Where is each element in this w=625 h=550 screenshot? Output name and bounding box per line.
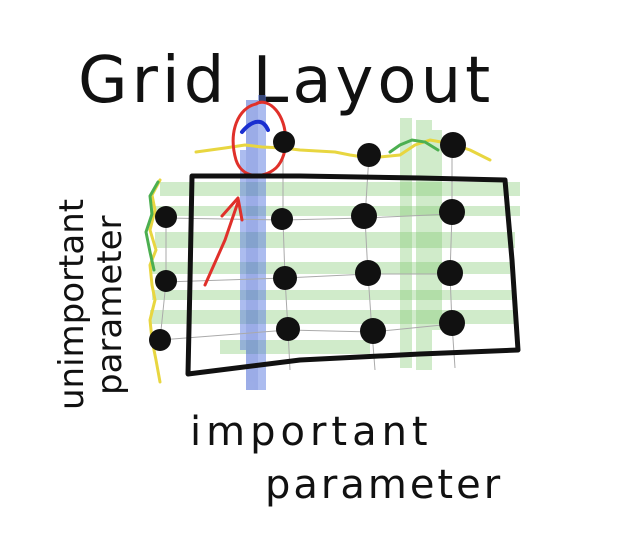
band-stroke [160, 182, 520, 196]
highlight-circle-icon [231, 100, 288, 177]
grid-point [273, 266, 297, 290]
grid-points [149, 131, 466, 351]
grid-row-line [159, 323, 453, 341]
grid-point [360, 318, 386, 344]
grid-point [149, 329, 171, 351]
top-marginal-peak [388, 138, 440, 154]
grid-point [439, 310, 465, 336]
arrow-shaft [203, 200, 240, 287]
band-stroke [416, 120, 432, 370]
band-stroke [150, 206, 520, 216]
grid-point [155, 206, 177, 228]
grid-point [273, 131, 295, 153]
y-axis-label-line2: parameter [90, 215, 130, 395]
x-axis-label-line1: important [190, 409, 433, 455]
x-axis-label-line2: parameter [265, 462, 503, 508]
grid-frame [185, 173, 521, 377]
grid-point [155, 270, 177, 292]
band-stroke [152, 290, 512, 300]
grid-point [439, 199, 465, 225]
band-stroke [400, 118, 412, 368]
band-stroke [246, 100, 258, 390]
grid-row-line [164, 273, 450, 283]
grid-point [357, 143, 381, 167]
arrow-head [220, 196, 244, 222]
band-stroke [155, 232, 515, 248]
grid-point [351, 203, 377, 229]
diagram-title: Grid Layout [78, 44, 494, 118]
y-axis-label: unimportant parameter [52, 199, 130, 410]
grid-point [440, 132, 466, 158]
left-marginal-peak [144, 180, 160, 272]
important-band [240, 95, 266, 390]
unimportant-band [150, 182, 520, 354]
arrow-up-right-icon [203, 196, 244, 287]
grid-point [355, 260, 381, 286]
highlight-peak [240, 119, 270, 134]
band-stroke [432, 130, 442, 330]
grid-point [276, 317, 300, 341]
band-stroke [240, 150, 246, 350]
y-axis-label-line1: unimportant [52, 199, 92, 410]
grid-point [437, 260, 463, 286]
grid-row-line [164, 213, 453, 221]
band-stroke [258, 95, 266, 390]
green-vertical-band [400, 118, 442, 370]
grid-point [271, 208, 293, 230]
